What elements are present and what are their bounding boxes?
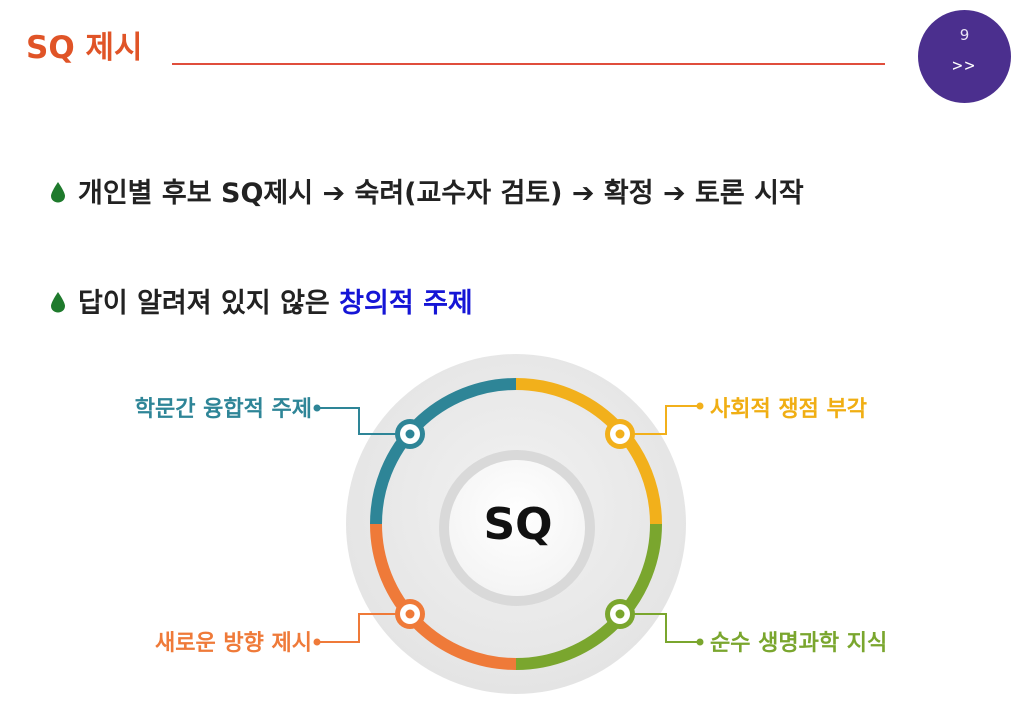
bullet-item-process: 개인별 후보 SQ제시 ➔ 숙려(교수자 검토) ➔ 확정 ➔ 토론 시작 [50,176,804,212]
node-marker-top-right [605,419,635,449]
connector-dot-bottom-right [696,638,704,646]
connector-bottom-left [317,613,396,643]
page-number: 9 [959,26,970,44]
node-marker-bottom-right [605,599,635,629]
callout-top-right: 사회적 쟁점 부각 [710,397,867,422]
connector-dot-top-right [696,402,704,410]
callout-bottom-right: 순수 생명과학 지식 [710,631,888,656]
title-underline [172,63,885,65]
node-marker-bottom-left [395,599,425,629]
next-arrow-label: >> [952,56,977,76]
connector-bottom-right [634,613,700,643]
drop-bullet-icon [51,291,65,312]
connector-top-right [634,405,700,435]
connector-top-left [317,407,396,435]
next-page-button[interactable]: 9 >> [918,10,1011,103]
drop-bullet-icon [51,181,65,202]
connector-dot-top-left [313,404,321,412]
connector-dot-bottom-left [313,638,321,646]
highlight-text: 창의적 주제 [339,288,473,319]
slide-title: SQ 제시 [26,30,143,66]
node-marker-top-left [395,419,425,449]
callout-top-left: 학문간 융합적 주제 [134,397,312,422]
bullet-text: 개인별 후보 SQ제시 ➔ 숙려(교수자 검토) ➔ 확정 ➔ 토론 시작 [78,178,804,209]
bullet-item-topic: 답이 알려져 있지 않은 창의적 주제 [50,286,473,322]
center-label: SQ [483,499,553,550]
inner-disc [449,460,585,596]
bullet-text: 답이 알려져 있지 않은 [78,288,340,319]
callout-bottom-left: 새로운 방향 제시 [155,631,312,656]
